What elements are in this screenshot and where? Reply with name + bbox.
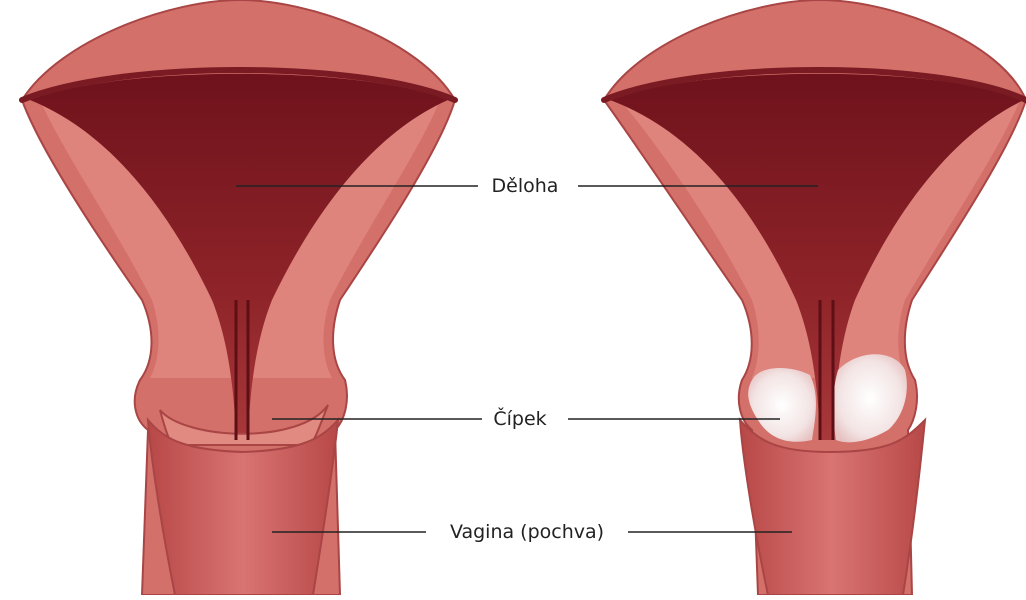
cervix-label: Čípek [487,407,552,431]
affected-uterus-illustration [604,0,1026,595]
vagina-label: Vagina (pochva) [444,520,610,544]
uterine-cavity [30,74,448,440]
uterus-label: Děloha [486,174,565,198]
uterine-cavity-right [610,74,1024,440]
normal-uterus-illustration [22,0,455,595]
